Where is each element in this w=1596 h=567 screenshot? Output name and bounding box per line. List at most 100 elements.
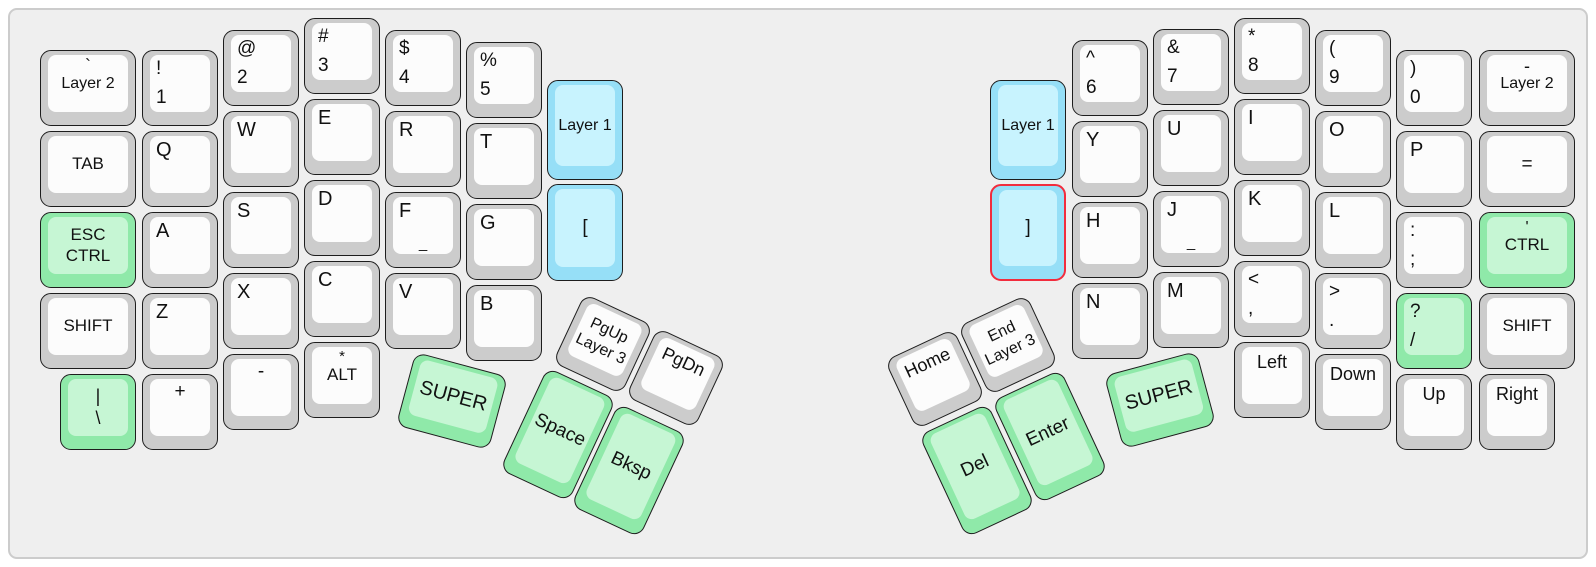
key-b-label: B xyxy=(480,293,494,315)
key-2[interactable]: @2 xyxy=(223,30,299,106)
key-down-label: Down xyxy=(1329,364,1377,384)
key-p[interactable]: P xyxy=(1396,131,1472,207)
key-layer1-right[interactable]: Layer 1 xyxy=(990,80,1066,180)
key-equals-face: = xyxy=(1487,136,1567,193)
key-layer1-left[interactable]: Layer 1 xyxy=(547,80,623,180)
key-r[interactable]: R xyxy=(385,111,461,187)
key-y[interactable]: Y xyxy=(1072,121,1148,197)
key-4-label: 4 xyxy=(399,66,410,88)
key-layer1-right-label: Layer 1 xyxy=(1001,116,1055,134)
key-layer1-left-label: Layer 1 xyxy=(558,116,612,134)
key-lt-comma-label: < xyxy=(1248,269,1260,290)
key-s[interactable]: S xyxy=(223,192,299,268)
key-0[interactable]: )0 xyxy=(1396,50,1472,126)
key-down[interactable]: Down xyxy=(1315,354,1391,430)
key-y-label: Y xyxy=(1086,129,1100,151)
key-o[interactable]: O xyxy=(1315,111,1391,187)
key-t-face: T xyxy=(474,128,534,185)
key-down-face: Down xyxy=(1323,359,1383,416)
key-6[interactable]: ^6 xyxy=(1072,40,1148,116)
key-t[interactable]: T xyxy=(466,123,542,199)
key-lt-comma-label: , xyxy=(1248,297,1254,319)
key-tab[interactable]: TAB xyxy=(40,131,136,207)
key-end-layer3-face: End Layer 3 xyxy=(966,302,1046,380)
key-s-label: S xyxy=(237,200,251,222)
key-layer1-right-face: Layer 1 xyxy=(998,85,1058,166)
key-d-face: D xyxy=(312,185,372,242)
key-shift-right[interactable]: SHIFT xyxy=(1479,293,1575,369)
key-1[interactable]: !1 xyxy=(142,50,218,126)
key-c[interactable]: C xyxy=(304,261,380,337)
key-left[interactable]: Left xyxy=(1234,342,1310,418)
key-lbracket-face: [ xyxy=(555,189,615,267)
key-4[interactable]: $4 xyxy=(385,30,461,106)
key-plus[interactable]: + xyxy=(142,374,218,450)
key-equals-label: = xyxy=(1521,153,1533,175)
key-grave-layer2[interactable]: `Layer 2 xyxy=(40,50,136,126)
key-d[interactable]: D xyxy=(304,180,380,256)
key-colon-semicolon[interactable]: :; xyxy=(1396,212,1472,288)
key-pgup-layer3-face: PgUp Layer 3 xyxy=(565,301,645,379)
key-v[interactable]: V xyxy=(385,273,461,349)
key-m[interactable]: M xyxy=(1153,272,1229,348)
key-shift-left[interactable]: SHIFT xyxy=(40,293,136,369)
key-o-face: O xyxy=(1323,116,1383,173)
key-g[interactable]: G xyxy=(466,204,542,280)
key-2-label: @ xyxy=(237,38,257,59)
key-6-face: ^6 xyxy=(1080,45,1140,102)
key-j[interactable]: J_ xyxy=(1153,191,1229,267)
key-question-slash[interactable]: ?/ xyxy=(1396,293,1472,369)
key-3[interactable]: #3 xyxy=(304,18,380,94)
key-i[interactable]: I xyxy=(1234,99,1310,175)
key-w[interactable]: W xyxy=(223,111,299,187)
key-8[interactable]: *8 xyxy=(1234,18,1310,94)
key-up[interactable]: Up xyxy=(1396,374,1472,450)
key-h[interactable]: H xyxy=(1072,202,1148,278)
key-m-label: M xyxy=(1167,280,1184,302)
key-pipe-backslash[interactable]: | \ xyxy=(60,374,136,450)
key-7[interactable]: &7 xyxy=(1153,29,1229,105)
key-x[interactable]: X xyxy=(223,273,299,349)
key-u[interactable]: U xyxy=(1153,110,1229,186)
key-minus-left[interactable]: - xyxy=(223,354,299,430)
key-f[interactable]: F_ xyxy=(385,192,461,268)
key-z[interactable]: Z xyxy=(142,293,218,369)
key-g-face: G xyxy=(474,209,534,266)
key-n[interactable]: N xyxy=(1072,283,1148,359)
key-a[interactable]: A xyxy=(142,212,218,288)
key-super-left[interactable]: SUPER xyxy=(395,351,509,451)
key-k[interactable]: K xyxy=(1234,180,1310,256)
key-c-label: C xyxy=(318,269,333,291)
key-plus-face: + xyxy=(150,379,210,436)
key-quote-ctrl[interactable]: 'CTRL xyxy=(1479,212,1575,288)
key-k-face: K xyxy=(1242,185,1302,242)
key-6-label: 6 xyxy=(1086,76,1097,98)
key-z-label: Z xyxy=(156,301,169,323)
key-k-label: K xyxy=(1248,188,1262,210)
key-i-face: I xyxy=(1242,104,1302,161)
key-e[interactable]: E xyxy=(304,99,380,175)
key-gt-period[interactable]: >. xyxy=(1315,273,1391,349)
key-star-alt[interactable]: *ALT xyxy=(304,342,380,418)
key-rbracket[interactable]: ] xyxy=(990,184,1066,281)
key-b[interactable]: B xyxy=(466,285,542,361)
key-2-face: @2 xyxy=(231,35,291,92)
key-plus-label: + xyxy=(174,381,186,402)
key-lt-comma[interactable]: <, xyxy=(1234,261,1310,337)
key-9[interactable]: (9 xyxy=(1315,30,1391,106)
key-9-face: (9 xyxy=(1323,35,1383,92)
key-esc-ctrl[interactable]: ESC CTRL xyxy=(40,212,136,288)
key-l[interactable]: L xyxy=(1315,192,1391,268)
key-f-face: F_ xyxy=(393,197,453,254)
key-minus-layer2[interactable]: -Layer 2 xyxy=(1479,50,1575,126)
key-super-right[interactable]: SUPER xyxy=(1103,350,1217,450)
key-q[interactable]: Q xyxy=(142,131,218,207)
key-l-face: L xyxy=(1323,197,1383,254)
key-1-label: ! xyxy=(156,58,162,79)
key-d-label: D xyxy=(318,188,333,210)
key-equals[interactable]: = xyxy=(1479,131,1575,207)
key-right[interactable]: Right xyxy=(1479,374,1555,450)
key-5[interactable]: %5 xyxy=(466,42,542,118)
key-lbracket[interactable]: [ xyxy=(547,184,623,281)
key-t-label: T xyxy=(480,131,493,153)
